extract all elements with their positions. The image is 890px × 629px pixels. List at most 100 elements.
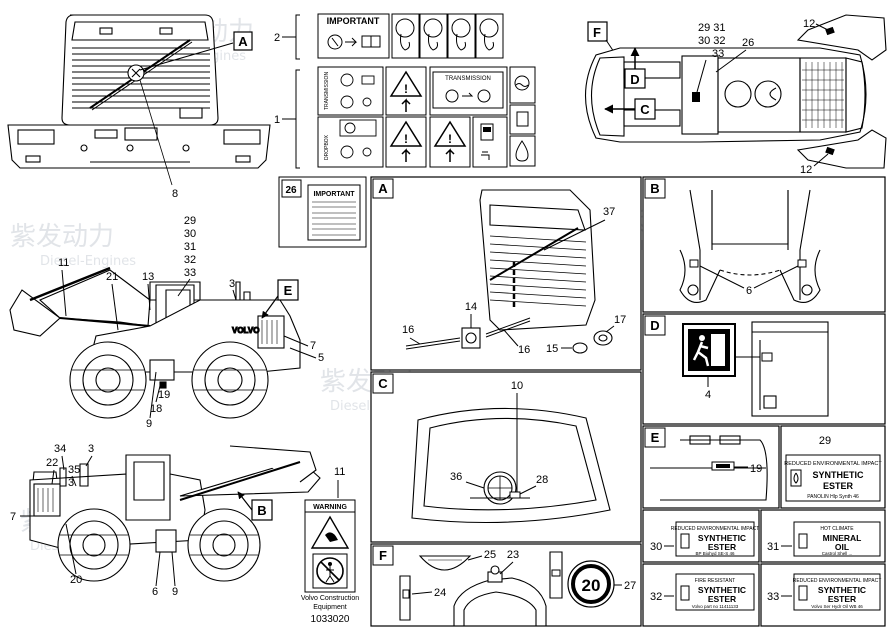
svg-text:8: 8	[172, 188, 178, 200]
decal-29: 29 REDUCED ENVIRONMENTAL IMPACT SYNTHETI…	[780, 425, 886, 509]
svg-text:!: !	[404, 82, 408, 96]
svg-text:IMPORTANT: IMPORTANT	[327, 16, 380, 26]
panel-b: B 6	[642, 176, 886, 313]
svg-text:3: 3	[88, 443, 94, 455]
svg-text:Volvo Ser Hydr Oil WB 46: Volvo Ser Hydr Oil WB 46	[811, 604, 863, 609]
svg-text:11: 11	[334, 466, 345, 478]
svg-text:FIRE RESISTANT: FIRE RESISTANT	[695, 578, 735, 584]
svg-text:5: 5	[318, 352, 324, 364]
svg-text:23: 23	[507, 549, 519, 561]
speed-limit-decal-27: 20 27	[567, 560, 636, 608]
svg-text:D: D	[630, 72, 639, 87]
svg-text:17: 17	[614, 314, 626, 326]
svg-text:26: 26	[742, 37, 754, 49]
svg-text:1: 1	[274, 114, 280, 126]
svg-text:ESTER: ESTER	[708, 594, 736, 604]
svg-text:B: B	[650, 181, 659, 196]
svg-text:34: 34	[54, 443, 66, 455]
svg-text:!: !	[448, 132, 452, 146]
svg-text:B: B	[257, 503, 266, 518]
svg-text:37: 37	[603, 206, 615, 218]
svg-text:OIL: OIL	[835, 542, 849, 552]
svg-text:F: F	[379, 548, 387, 563]
svg-text:14: 14	[465, 301, 477, 313]
panel-d: D 4	[642, 313, 886, 425]
svg-text:Volvo part no 11411133: Volvo part no 11411133	[692, 604, 739, 609]
svg-text:12: 12	[800, 164, 812, 176]
svg-text:12: 12	[803, 18, 815, 30]
svg-text:REDUCED ENVIRONMENTAL IMPACT: REDUCED ENVIRONMENTAL IMPACT	[671, 526, 760, 532]
svg-text:16: 16	[518, 344, 530, 356]
svg-text:MINERAL: MINERAL	[823, 533, 862, 543]
svg-text:30 32: 30 32	[698, 35, 726, 47]
svg-text:C: C	[378, 376, 388, 391]
svg-text:ESTER: ESTER	[823, 481, 854, 491]
svg-text:9: 9	[146, 418, 152, 430]
svg-text:19: 19	[158, 389, 170, 401]
svg-text:9: 9	[172, 586, 178, 598]
svg-text:E: E	[651, 430, 660, 445]
svg-text:31: 31	[184, 241, 196, 253]
decal-sheet-1: 1 TRANSMISSION ! TRANSMISSION DROPBOX ! …	[274, 66, 536, 169]
svg-text:3: 3	[229, 278, 235, 290]
cab-roof-view: F D C 29 31 30 32 33 26 12 12	[584, 14, 887, 176]
svg-text:7: 7	[310, 340, 316, 352]
svg-text:E: E	[284, 283, 293, 298]
svg-text:19: 19	[750, 463, 762, 475]
svg-text:32: 32	[184, 254, 196, 266]
svg-text:20: 20	[582, 576, 601, 595]
svg-text:33: 33	[184, 267, 196, 279]
svg-text:29: 29	[819, 435, 831, 447]
warning-decal-11: 11 WARNING Volvo Construction Equipment …	[301, 466, 359, 625]
svg-text:21: 21	[106, 271, 118, 283]
panel-a: A 37 14 16 16 15 17	[370, 176, 642, 371]
svg-text:1033020: 1033020	[311, 614, 350, 625]
svg-text:WARNING: WARNING	[313, 504, 347, 511]
svg-text:F: F	[593, 25, 601, 40]
svg-text:Castrol Shell ...: Castrol Shell ...	[822, 551, 853, 556]
svg-text:D: D	[650, 318, 659, 333]
decal-31: 31 HOT CLIMATE MINERAL OIL Castrol Shell…	[760, 509, 886, 563]
decal-30: 30 REDUCED ENVIRONMENTAL IMPACT SYNTHETI…	[642, 509, 760, 563]
svg-text:REDUCED ENVIRONMENTAL IMPACT: REDUCED ENVIRONMENTAL IMPACT	[784, 461, 882, 467]
svg-text:3: 3	[68, 477, 74, 489]
svg-text:SYNTHETIC: SYNTHETIC	[698, 585, 746, 595]
loader-right-callouts: 34 3 22 35 3 7 B 20 6 9	[10, 443, 273, 598]
svg-text:6: 6	[746, 285, 752, 297]
svg-text:DROPBOX: DROPBOX	[324, 134, 330, 160]
svg-text:24: 24	[434, 587, 446, 599]
svg-text:SYNTHETIC: SYNTHETIC	[812, 470, 864, 480]
panel-e: E 19	[642, 425, 780, 509]
svg-text:15: 15	[546, 343, 558, 355]
svg-text:HOT CLIMATE: HOT CLIMATE	[820, 526, 854, 532]
svg-text:PANOLIN Hlp Synth 46: PANOLIN Hlp Synth 46	[807, 494, 859, 500]
svg-text:2: 2	[274, 32, 280, 44]
loader-left-callouts: 29 30 31 32 33 11 21 13 3 E 7 5 19 18 9	[58, 215, 324, 430]
svg-text:16: 16	[402, 324, 414, 336]
svg-text:30: 30	[184, 228, 196, 240]
svg-text:31: 31	[767, 541, 779, 553]
svg-text:11: 11	[58, 257, 69, 269]
decal-32: 32 FIRE RESISTANT SYNTHETIC ESTER Volvo …	[642, 563, 760, 627]
decal-sheet-2: 2 IMPORTANT	[274, 13, 504, 60]
panel-c: C 10 36 28	[370, 371, 642, 543]
svg-text:13: 13	[142, 271, 154, 283]
svg-text:6: 6	[152, 586, 158, 598]
loader-right-side-view	[29, 445, 321, 582]
svg-text:SYNTHETIC: SYNTHETIC	[698, 533, 746, 543]
svg-text:REDUCED ENVIRONMENTAL IMPACT: REDUCED ENVIRONMENTAL IMPACT	[793, 578, 882, 584]
svg-text:18: 18	[150, 403, 162, 415]
svg-text:22: 22	[46, 457, 58, 469]
svg-text:27: 27	[624, 580, 636, 592]
svg-text:35: 35	[68, 464, 80, 476]
decal-26: 26 IMPORTANT	[278, 176, 367, 248]
svg-text:TRANSMISSION: TRANSMISSION	[324, 72, 330, 110]
loader-left-side-view: VOLVO	[9, 266, 301, 419]
svg-text:IMPORTANT: IMPORTANT	[313, 191, 355, 198]
svg-text:紫发动力: 紫发动力	[10, 222, 114, 252]
svg-text:7: 7	[10, 511, 16, 523]
svg-text:20: 20	[70, 574, 82, 586]
callout-a-grille: A 8	[139, 31, 253, 200]
svg-text:A: A	[378, 181, 388, 196]
svg-text:29 31: 29 31	[698, 22, 726, 34]
